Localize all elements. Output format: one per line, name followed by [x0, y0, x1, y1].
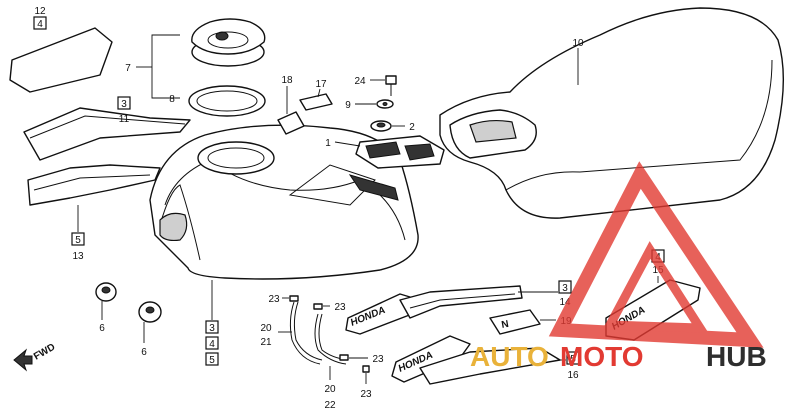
callout-box-3-right [558, 280, 572, 294]
callout-8: 8 [169, 94, 175, 105]
part-20-21-hose [289, 301, 323, 365]
callout-5-right: 5 [570, 354, 576, 365]
callout-21: 21 [260, 337, 272, 348]
callout-23c: 23 [372, 354, 384, 365]
callout-14: 14 [559, 297, 571, 308]
part-23-clips [289, 295, 370, 373]
part-10-seat [439, 7, 785, 219]
callout-box-5-left [71, 232, 85, 246]
part-8-gasket [188, 85, 266, 117]
callout-box-5-right [566, 351, 580, 365]
callout-box-4-top [33, 16, 47, 30]
callout-24: 24 [354, 76, 366, 87]
callout-5-bot: 5 [209, 355, 215, 366]
svg-text:N: N [501, 319, 510, 331]
callout-12: 12 [34, 6, 46, 17]
part-2-grommet [370, 120, 392, 132]
callout-10: 10 [572, 38, 584, 49]
part-7-fuel-cap [191, 18, 266, 67]
callout-17: 17 [315, 79, 327, 90]
callout-18: 18 [281, 75, 293, 86]
callout-20b: 20 [324, 384, 336, 395]
callout-4-bot: 4 [209, 339, 215, 350]
callout-2: 2 [409, 122, 415, 133]
svg-text:HUB: HUB [706, 341, 767, 372]
part-18-label [277, 111, 305, 135]
callout-11: 11 [119, 114, 130, 125]
callout-23b: 23 [334, 302, 346, 313]
callout-23d: 23 [360, 389, 372, 400]
part-19-emblem: N [489, 309, 541, 335]
callout-box-4-bot [205, 336, 219, 350]
callout-3-left: 3 [121, 99, 127, 110]
callout-22: 22 [324, 400, 336, 411]
leader-17 [317, 88, 321, 98]
part-6-damper-b [138, 301, 162, 323]
leader-1 [334, 141, 361, 147]
callout-3-bot: 3 [209, 323, 215, 334]
part-honda-decal-lower: HONDA [391, 335, 471, 383]
callout-6b: 6 [141, 347, 147, 358]
part-14-stripe [399, 285, 523, 319]
part-11-stripe [23, 107, 191, 161]
callout-box-5-bot [205, 352, 219, 366]
svg-text:MOTO: MOTO [560, 341, 643, 372]
part-1-bracket [355, 135, 445, 169]
bracket-7-8 [151, 34, 180, 99]
part-13-side-stripe [27, 164, 161, 206]
part-24-bolt [385, 75, 397, 96]
callout-9: 9 [345, 100, 351, 111]
callout-20a: 20 [260, 323, 272, 334]
callout-1: 1 [325, 138, 331, 149]
svg-text:AUTO: AUTO [470, 341, 549, 372]
callout-6a: 6 [99, 323, 105, 334]
watermark-logo [548, 161, 764, 348]
part-9-washer [376, 99, 394, 109]
callout-5-left: 5 [75, 235, 81, 246]
callout-3-right: 3 [562, 283, 568, 294]
watermark-text: AUTO MOTO HUB [470, 341, 767, 372]
part-20-22-hose [314, 313, 349, 365]
callout-box-3-left [117, 96, 131, 110]
callout-13: 13 [72, 251, 84, 262]
part-6-damper-a [95, 282, 117, 302]
part-17-label [299, 93, 333, 111]
callout-4-top: 4 [37, 19, 43, 30]
callout-23a: 23 [268, 294, 280, 305]
part-12-sticker [9, 27, 113, 93]
fwd-label: FWD [32, 342, 57, 363]
part-fuel-tank [149, 124, 419, 280]
fwd-arrow-icon [13, 348, 33, 372]
callout-16: 16 [567, 370, 579, 381]
callout-box-3-bot [205, 320, 219, 334]
callout-7: 7 [125, 63, 131, 74]
